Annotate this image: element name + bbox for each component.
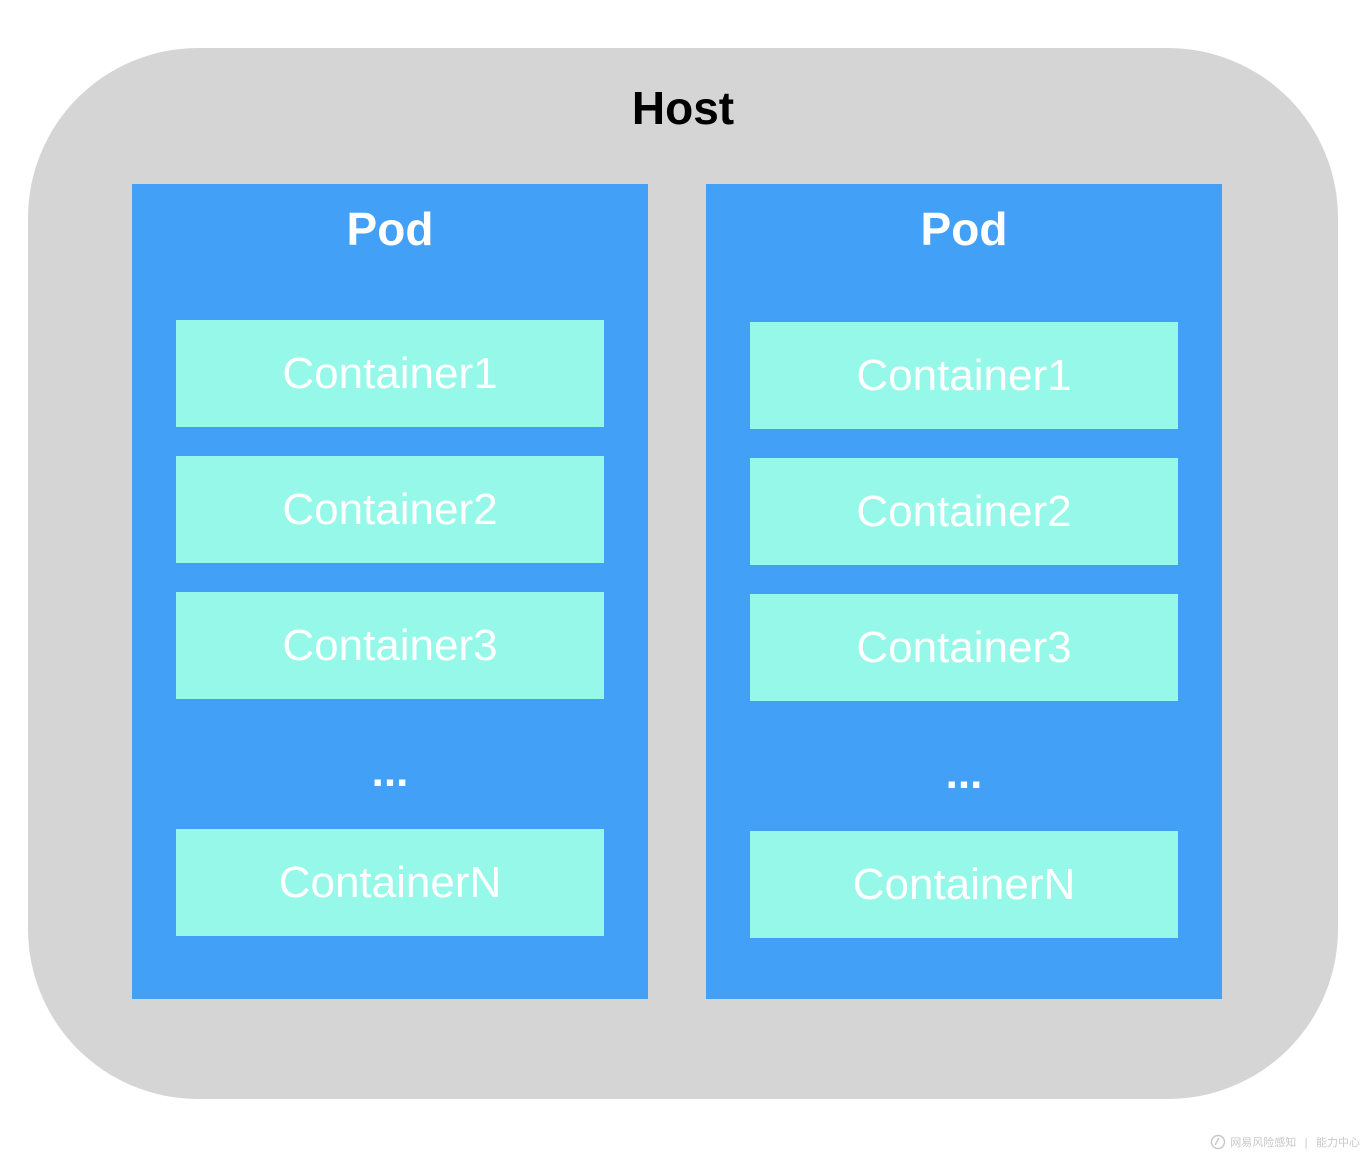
container-box-2: Container2 [176,456,604,563]
watermark-source: 网易风险感知 [1230,1136,1297,1149]
pod-box-1: Pod Container1 Container2 Container3 ...… [132,184,648,999]
pod-title: Pod [346,203,434,255]
host-title: Host [631,82,735,134]
container-ellipsis: ... [371,747,409,796]
container-box-n: ContainerN [750,831,1178,938]
container-box-1: Container1 [176,320,604,427]
logo-icon [1211,1134,1226,1150]
container-ellipsis: ... [945,749,983,798]
watermark-divider: | [1304,1135,1308,1149]
pod-box-2: Pod Container1 Container2 Container3 ...… [706,184,1222,999]
container-box-3: Container3 [176,592,604,699]
watermark: 网易风险感知 | 能力中心 [1210,1134,1360,1150]
pod-title: Pod [920,203,1008,255]
container-box-1: Container1 [750,322,1178,429]
watermark-section: 能力中心 [1316,1136,1360,1149]
container-box-3: Container3 [750,594,1178,701]
container-box-n: ContainerN [176,829,604,936]
container-box-2: Container2 [750,458,1178,565]
